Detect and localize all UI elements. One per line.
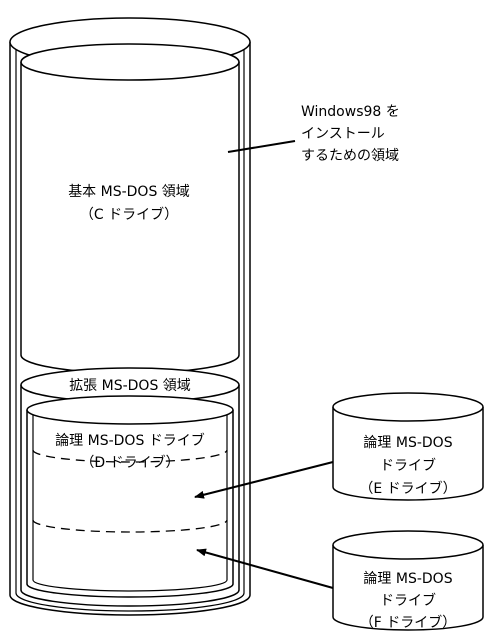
windows-callout-line2: インストール <box>301 126 385 142</box>
divider-dashed-1 <box>32 449 228 463</box>
basic-partition-label: 基本 MS-DOS 領域 <box>68 183 190 200</box>
divider-dashed-2 <box>32 519 228 533</box>
windows-callout-line3: するための領域 <box>301 147 399 164</box>
logical-d-cylinder <box>26 395 234 598</box>
basic-partition-drive: （C ドライブ） <box>80 206 178 223</box>
callout-line <box>227 140 296 153</box>
logical-f-label: 論理 MS-DOS <box>363 571 452 587</box>
logical-e-sub: ドライブ <box>380 457 436 474</box>
extended-partition-label: 拡張 MS-DOS 領域 <box>69 377 191 394</box>
arrow-e <box>194 461 334 499</box>
logical-d-drive: （D ドライブ） <box>80 454 179 471</box>
windows-callout-line1: Windows98 を <box>301 104 400 120</box>
logical-e-cylinder <box>332 392 484 501</box>
logical-d-label: 論理 MS-DOS ドライブ <box>55 432 205 449</box>
logical-e-drive: （E ドライブ） <box>359 480 456 497</box>
logical-f-cylinder <box>332 530 484 631</box>
logical-f-drive: （F ドライブ） <box>360 614 457 631</box>
basic-partition-cylinder <box>20 43 240 374</box>
logical-f-sub: ドライブ <box>380 592 436 609</box>
logical-e-label: 論理 MS-DOS <box>363 435 452 451</box>
arrow-f <box>196 548 334 589</box>
